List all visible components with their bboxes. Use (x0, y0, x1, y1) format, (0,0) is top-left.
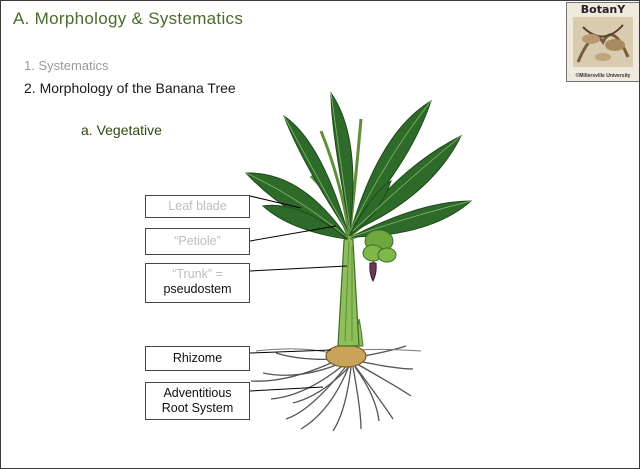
label-petiole-text: “Petiole” (174, 234, 221, 248)
label-pseudostem: “Trunk” = pseudostem (145, 263, 250, 303)
label-rhizome-text: Rhizome (173, 351, 222, 365)
rhizome-shape (326, 345, 366, 367)
label-roots-line1: Adventitious (163, 386, 231, 400)
label-pseudostem-text: pseudostem (146, 282, 249, 297)
leaves (246, 93, 471, 239)
label-petiole: “Petiole” (145, 228, 250, 255)
label-leaf-blade: Leaf blade (145, 195, 250, 218)
banana-bunch (363, 230, 396, 281)
label-trunk-text: “Trunk” = (172, 267, 223, 281)
label-roots-line2: Root System (162, 401, 234, 415)
label-rhizome: Rhizome (145, 346, 250, 371)
label-root-system: Adventitious Root System (145, 382, 250, 420)
label-leaf-blade-text: Leaf blade (168, 199, 226, 213)
